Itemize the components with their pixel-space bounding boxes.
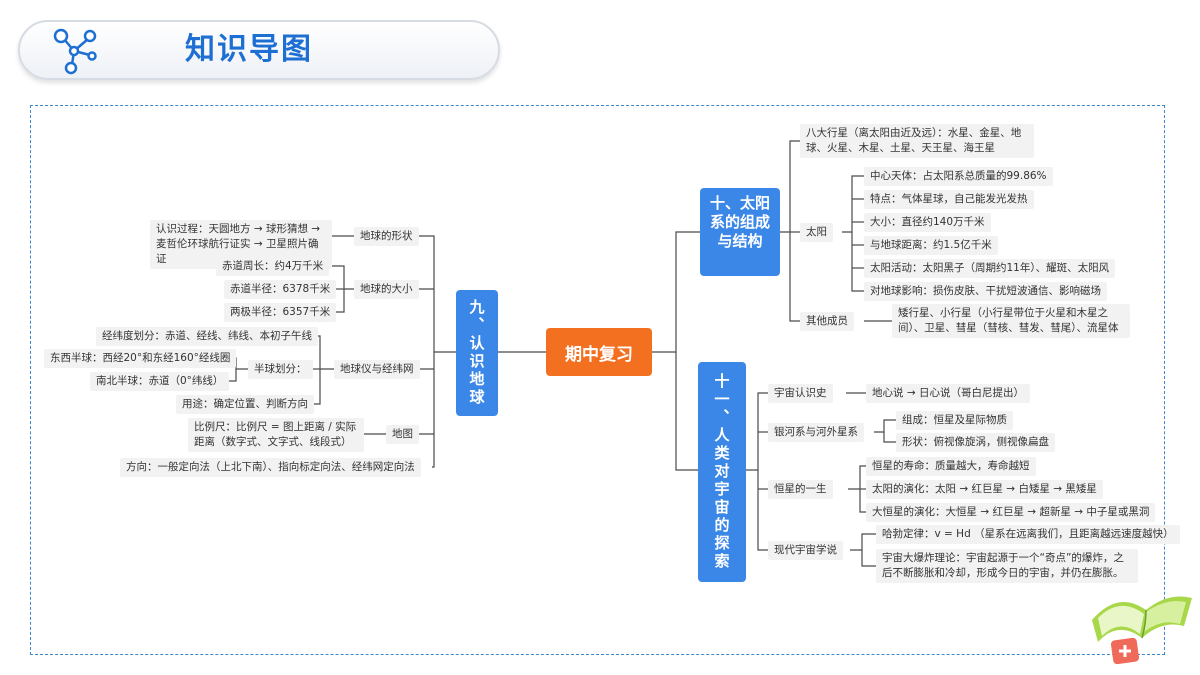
node-sun-size: 大小：直径约140万千米 <box>864 213 991 232</box>
node-earth-shape: 地球的形状 <box>354 227 419 246</box>
node-galaxy-composition: 组成：恒星及星际物质 <box>896 411 1013 430</box>
plus-icon <box>1110 637 1140 665</box>
header-banner: 知识导图 <box>18 20 500 80</box>
node-geo-helio: 地心说 → 日心说（哥白尼提出） <box>866 384 1030 403</box>
node-other-members-detail: 矮行星、小行星（小行星带位于火星和木星之间）、卫星、彗星（彗核、彗发、彗尾）、流… <box>892 304 1130 338</box>
node-big-bang: 宇宙大爆炸理论：宇宙起源于一个“奇点”的爆炸，之后不断膨胀和冷却，形成今日的宇宙… <box>876 549 1138 583</box>
node-modern-cosmology: 现代宇宙学说 <box>768 541 843 560</box>
node-earth-size: 地球的大小 <box>354 280 419 299</box>
node-big-star-evolution: 大恒星的演化：大恒星 → 红巨星 → 超新星 → 中子星或黑洞 <box>866 503 1156 522</box>
node-eight-planets: 八大行星（离太阳由近及远）：水星、金星、地球、火星、木星、土星、天王星、海王星 <box>800 124 1034 158</box>
node-globe-grid: 地球仪与经纬网 <box>334 360 420 379</box>
node-galaxy: 银河系与河外星系 <box>768 423 864 442</box>
node-scale: 比例尺：比例尺 = 图上距离 / 实际距离（数字式、文字式、线段式） <box>188 418 364 452</box>
branch-know-earth: 九、认识地球 <box>456 290 498 416</box>
node-hemisphere: 半球划分： <box>248 360 313 379</box>
node-galaxy-shape: 形状：俯视像旋涡，侧视像扁盘 <box>896 433 1055 452</box>
node-sun-impact: 对地球影响：损伤皮肤、干扰短波通信、影响磁场 <box>864 282 1107 301</box>
node-sun-activity: 太阳活动：太阳黑子（周期约11年）、耀斑、太阳风 <box>864 259 1116 278</box>
node-polar-radius: 两极半径：6357千米 <box>224 303 337 322</box>
node-sun-feature: 特点：气体星球，自己能发光发热 <box>864 190 1034 209</box>
branch-universe-exploration: 十一、人类对宇宙的探索 <box>698 362 746 582</box>
book-icon <box>1092 596 1192 642</box>
node-direction: 方向：一般定向法（上北下南）、指向标定向法、经纬网定向法 <box>120 458 421 477</box>
root-node: 期中复习 <box>546 328 652 376</box>
node-other-members: 其他成员 <box>800 312 854 331</box>
node-equator-radius: 赤道半径：6378千米 <box>224 280 337 299</box>
node-sun: 太阳 <box>800 223 833 242</box>
branch-solar-system: 十、太阳系的组成与结构 <box>700 188 780 276</box>
molecule-icon <box>53 28 97 75</box>
node-grid-use: 用途：确定位置、判断方向 <box>176 395 314 414</box>
mindmap-frame <box>30 105 1165 655</box>
node-star-life: 恒星的一生 <box>768 480 833 499</box>
node-cosmology-history: 宇宙认识史 <box>768 384 833 403</box>
node-grid-division: 经纬度划分：赤道、经线、纬线、本初子午线 <box>96 327 318 346</box>
node-sun-center: 中心天体：占太阳系总质量的99.86% <box>864 167 1053 186</box>
page-title: 知识导图 <box>185 32 313 67</box>
node-equator-circumference: 赤道周长：约4万千米 <box>216 257 330 276</box>
node-map: 地图 <box>386 425 419 444</box>
node-east-west-hemi: 东西半球：西经20°和东经160°经线圈 <box>44 349 237 368</box>
node-sun-evolution: 太阳的演化：太阳 → 红巨星 → 白矮星 → 黑矮星 <box>866 480 1103 499</box>
node-north-south-hemi: 南北半球：赤道（0°纬线） <box>90 372 230 391</box>
node-star-lifespan: 恒星的寿命：质量越大，寿命越短 <box>866 457 1036 476</box>
node-sun-distance: 与地球距离：约1.5亿千米 <box>864 236 998 255</box>
node-cognition-process: 认识过程：天圆地方 → 球形猜想 → 麦哲伦环球航行证实 → 卫星照片确证 <box>150 220 332 269</box>
node-hubble-law: 哈勃定律：v = Hd （星系在远离我们，且距离越远速度越快） <box>876 525 1180 544</box>
